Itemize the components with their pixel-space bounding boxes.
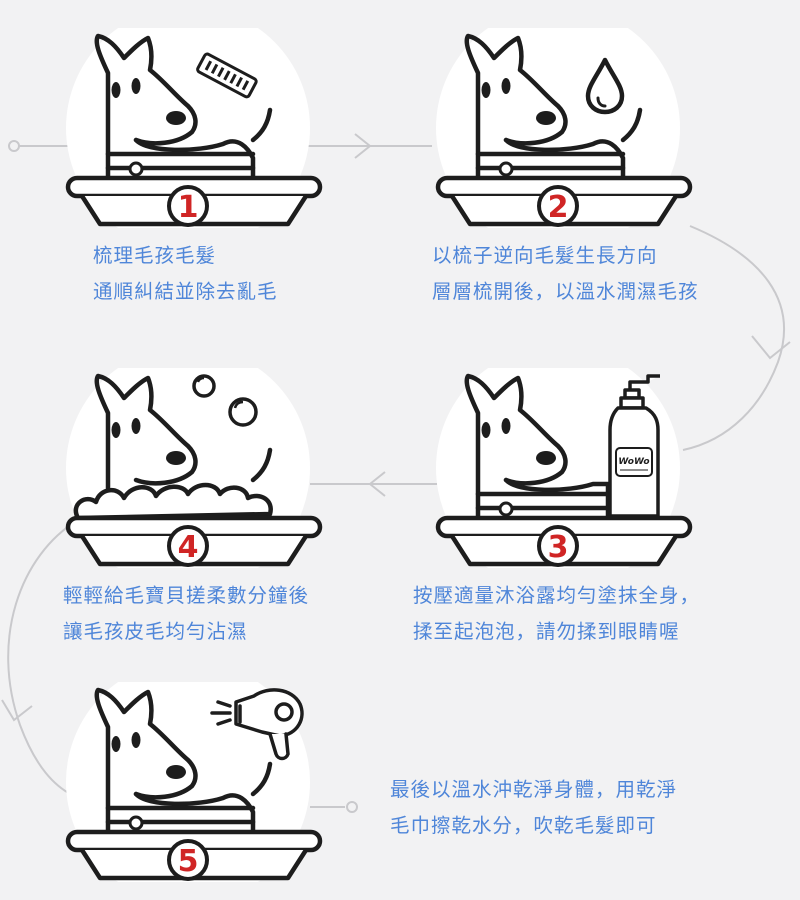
caption-line: 層層梳開後，以溫水潤濕毛孩 [432,280,699,303]
step-5-caption: 最後以溫水沖乾淨身體，用乾淨 毛巾擦乾水分，吹乾毛髮即可 [390,772,677,844]
caption-line: 以梳子逆向毛髮生長方向 [432,244,658,267]
step-number: 5 [178,844,199,879]
flow-curve-4-5 [7,519,79,796]
step-1-graphic: 1 [65,6,323,250]
step-number: 4 [178,530,199,565]
step-2-graphic: 2 [435,6,693,250]
flow-arrow-3-4 [368,471,386,497]
caption-line: 梳理毛孩毛髮 [93,244,217,267]
shampoo-bottle-icon [608,374,660,518]
step-2-caption: 以梳子逆向毛髮生長方向 層層梳開後，以溫水潤濕毛孩 [432,238,699,310]
flow-end-dot [346,801,358,813]
caption-line: 輕輕給毛寶貝搓柔數分鐘後 [63,584,310,607]
step-4-illustration: 4 [48,346,338,590]
flow-arrow-1-2 [354,133,372,159]
water-drop-icon [585,57,625,115]
caption-line: 讓毛孩皮毛均勻沾濕 [63,620,248,643]
step-4-caption: 輕輕給毛寶貝搓柔數分鐘後 讓毛孩皮毛均勻沾濕 [63,578,309,650]
step-1-illustration: 1 [48,6,338,250]
foam-bubbles [73,482,273,521]
bubbles-icon [192,374,258,427]
step-4-graphic: 4 [65,346,323,590]
bottle-label: WoWo [618,457,649,467]
step-5-graphic: 5 [65,660,323,900]
caption-line: 最後以溫水沖乾淨身體，用乾淨 [390,778,678,801]
caption-line: 揉至起泡泡，請勿揉到眼睛喔 [413,620,680,643]
step-5-illustration: 5 [48,660,338,900]
caption-line: 按壓適量沐浴露均勻塗抹全身， [413,584,701,607]
dog-icon [94,373,273,491]
dog-icon [94,33,273,181]
comb-icon [196,52,258,99]
step-number: 1 [178,190,199,225]
step-2-illustration: 2 [418,6,708,250]
caption-line: 毛巾擦乾水分，吹乾毛髮即可 [390,814,657,837]
hair-dryer-icon [210,688,304,761]
step-number: 3 [548,530,569,565]
flow-curve-2-3 [682,225,786,451]
caption-line: 通順糾結並除去亂毛 [93,280,278,303]
step-number: 2 [548,190,569,225]
step-1-caption: 梳理毛孩毛髮 通順糾結並除去亂毛 [93,238,278,310]
flow-arrow-4-5 [1,699,33,722]
step-3-caption: 按壓適量沐浴露均勻塗抹全身， 揉至起泡泡，請勿揉到眼睛喔 [413,578,700,650]
flow-arrow-2-3 [751,335,791,360]
step-3-graphic: WoWo 3 [435,346,693,590]
step-3-illustration: WoWo 3 [418,346,708,590]
flow-start-dot [8,140,20,152]
